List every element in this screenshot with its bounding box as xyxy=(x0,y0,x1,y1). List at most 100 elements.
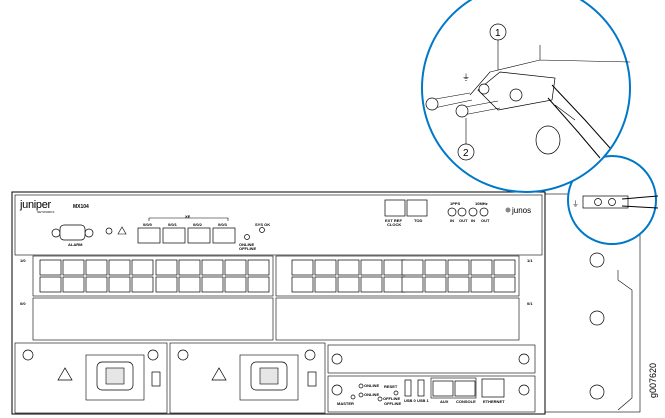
svg-text:IN: IN xyxy=(450,218,454,223)
brand-logo: JUNIPER xyxy=(19,199,52,211)
slot-1-1-label: 1/1 xyxy=(527,258,533,263)
svg-text:ONLINE: ONLINE xyxy=(364,383,379,388)
svg-text:CONSOLE: CONSOLE xyxy=(456,399,476,404)
sfp-port xyxy=(447,276,470,293)
junos-logo-icon xyxy=(505,207,511,213)
sfp-port xyxy=(85,276,108,293)
sfp-port xyxy=(337,276,360,293)
sfp-port xyxy=(39,276,62,293)
svg-text:USB 0: USB 0 xyxy=(404,398,417,403)
sfp-port xyxy=(470,276,493,293)
svg-text:OFFLINE: OFFLINE xyxy=(383,396,400,401)
sfp-port xyxy=(201,259,224,276)
sfp-port xyxy=(470,259,493,276)
warning-icon xyxy=(117,226,127,235)
svg-text:0/0/1: 0/0/1 xyxy=(168,222,178,227)
tod-port xyxy=(406,199,428,217)
sfp-port xyxy=(224,259,247,276)
sfp-port xyxy=(337,259,360,276)
screw-1 xyxy=(425,92,473,111)
sfp-port xyxy=(247,276,270,293)
sfp-port xyxy=(424,276,447,293)
sfp-port xyxy=(39,259,62,276)
sfp-port xyxy=(131,276,154,293)
svg-text:RESET: RESET xyxy=(384,384,398,389)
xe-label: XE xyxy=(185,214,191,219)
mic-slot-0-1 xyxy=(275,297,520,341)
slot-0-1-label: 0/1 xyxy=(527,301,533,306)
console-port xyxy=(454,380,476,397)
sfp-port xyxy=(247,259,270,276)
sfp-port xyxy=(85,259,108,276)
sfp-port xyxy=(447,259,470,276)
sfp-port xyxy=(360,259,383,276)
ground-symbol-icon: ⏚ xyxy=(572,200,579,208)
ground-symbol-icon: ⏚ xyxy=(462,73,470,82)
ethernet-port xyxy=(481,378,505,398)
screw-2 xyxy=(455,100,501,118)
mic-slot-0-0 xyxy=(32,297,274,341)
re-slot-blank xyxy=(327,344,536,374)
sfp-port xyxy=(401,276,424,293)
bnc-connectors xyxy=(447,207,489,217)
svg-text:0/0/2: 0/0/2 xyxy=(193,222,203,227)
svg-text:ETHERNET: ETHERNET xyxy=(483,399,505,404)
svg-text:0/0/0: 0/0/0 xyxy=(143,222,153,227)
ext-ref-clock-port xyxy=(384,199,406,217)
sfp-port xyxy=(62,276,85,293)
ground-lug-callout-circle: ⏚ 1 2 xyxy=(421,0,631,193)
power-supply-0 xyxy=(14,342,168,414)
svg-text:OFFLINE: OFFLINE xyxy=(384,401,401,406)
sfp-port xyxy=(62,259,85,276)
svg-text:ONLINE: ONLINE xyxy=(364,392,379,397)
sfp-port xyxy=(178,276,201,293)
sfp-port xyxy=(131,259,154,276)
svg-text:EXT REF: EXT REF xyxy=(385,218,402,223)
sys-ok-label: SYS OK xyxy=(255,222,270,227)
sfp-port xyxy=(424,259,447,276)
svg-text:CLOCK: CLOCK xyxy=(387,222,401,227)
sfp-port xyxy=(493,276,516,293)
ground-cable xyxy=(547,84,611,159)
callout-1-label: 1 xyxy=(495,28,501,39)
sfp-port xyxy=(493,259,516,276)
alarm-led xyxy=(105,227,113,235)
sfp-port xyxy=(360,276,383,293)
sfp-port xyxy=(108,259,131,276)
brand-sub: NETWORKS xyxy=(37,210,54,214)
sfp-port xyxy=(108,276,131,293)
svg-text:IN: IN xyxy=(471,218,475,223)
model-label: MX104 xyxy=(73,204,89,210)
offline-label: OFFLINE xyxy=(239,246,256,251)
svg-text:AUX: AUX xyxy=(440,399,449,404)
alarm-label: ALARM xyxy=(68,242,83,247)
usb-1-port xyxy=(417,379,425,397)
routing-engine: MASTER ONLINE ONLINE OFFLINE OFFLINE RES… xyxy=(327,375,536,413)
callout-2-label: 2 xyxy=(463,148,469,159)
sfp-port xyxy=(314,259,337,276)
sfp-port xyxy=(401,259,424,276)
sfp-port xyxy=(291,276,314,293)
aux-port xyxy=(432,380,454,397)
chassis: JUNIPER NETWORKS MX104 ALARM XE 0/0/0 0/… xyxy=(11,191,641,415)
slot-1-0-label: 1/0 xyxy=(20,258,26,263)
svg-text:MASTER: MASTER xyxy=(337,401,354,406)
sfp-port xyxy=(201,276,224,293)
junos-logo: junos xyxy=(511,206,531,215)
sfp-port xyxy=(155,276,178,293)
sfp-port xyxy=(224,276,247,293)
figure-id: g007620 xyxy=(648,363,658,398)
sfp-port xyxy=(314,276,337,293)
usb-0-port xyxy=(404,379,412,397)
svg-text:USB 1: USB 1 xyxy=(417,398,430,403)
svg-text:1PPS: 1PPS xyxy=(450,201,461,206)
alarm-connector: ALARM xyxy=(51,224,94,247)
slot-0-0-label: 0/0 xyxy=(20,301,26,306)
sfp-port xyxy=(178,259,201,276)
svg-text:TOD: TOD xyxy=(414,218,422,223)
xe-ports: 0/0/0 0/0/1 0/0/2 0/0/3 xyxy=(137,222,236,244)
svg-text:OUT: OUT xyxy=(459,218,468,223)
sfp-port xyxy=(291,259,314,276)
online-label: ONLINE xyxy=(239,242,254,247)
